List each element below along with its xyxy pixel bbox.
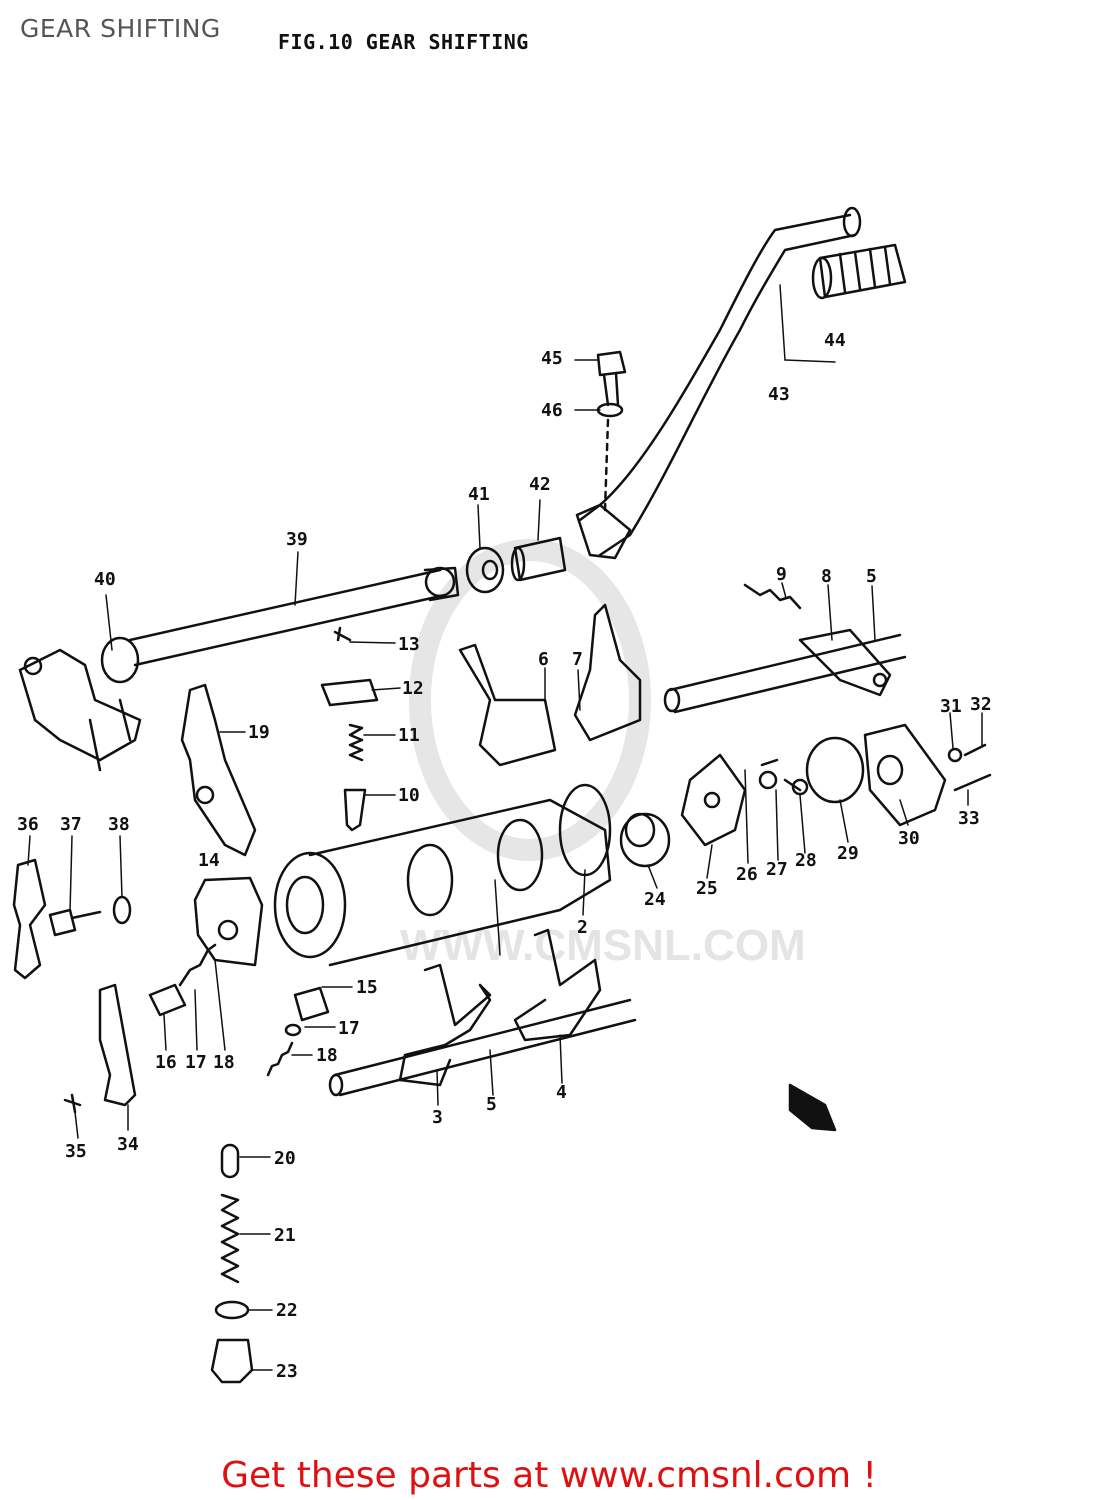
page-title: GEAR SHIFTING xyxy=(20,14,221,43)
callout-42: 42 xyxy=(529,474,551,495)
plate-screw xyxy=(333,626,352,642)
callout-31: 31 xyxy=(940,696,962,717)
fwd-arrow-icon xyxy=(788,1083,837,1132)
neutral-spring xyxy=(220,1193,240,1284)
oil-seal-and-bush xyxy=(465,536,567,594)
cover-screw xyxy=(963,743,987,757)
callout-4: 4 xyxy=(556,1082,567,1103)
callout-18: 18 xyxy=(213,1052,235,1073)
callout-33: 33 xyxy=(958,808,980,829)
callout-6: 6 xyxy=(538,649,549,670)
pawl xyxy=(148,983,187,1017)
callout-32: 32 xyxy=(970,694,992,715)
callout-35: 35 xyxy=(65,1141,87,1162)
callout-16: 16 xyxy=(155,1052,177,1073)
cam-cover xyxy=(863,723,947,827)
callout-17: 17 xyxy=(338,1018,360,1039)
callout-36: 36 xyxy=(17,814,39,835)
o-ring xyxy=(805,736,865,804)
gear-shift-fork-7 xyxy=(573,603,642,742)
callout-8: 8 xyxy=(821,566,832,587)
stopper-pin xyxy=(343,788,367,832)
watermark: WWW.CMSNL.COM xyxy=(400,539,806,970)
callout-24: 24 xyxy=(644,889,666,910)
callout-11: 11 xyxy=(398,725,420,746)
callout-5: 5 xyxy=(486,1094,497,1115)
callout-26: 26 xyxy=(736,864,758,885)
cover-washer xyxy=(947,747,963,763)
neutral-plug xyxy=(210,1338,254,1384)
gear-shift-pawl-arm xyxy=(180,683,257,857)
pin-spring xyxy=(266,1041,294,1077)
callout-12: 12 xyxy=(402,678,424,699)
callout-9: 9 xyxy=(776,564,787,585)
callout-labels: 2 3 4 5 5 6 7 8 9 10 11 12 13 14 15 16 1… xyxy=(17,330,992,1382)
fork-shaft-lower xyxy=(328,998,637,1097)
callout-21: 21 xyxy=(274,1225,296,1246)
callout-19: 19 xyxy=(248,722,270,743)
callout-27: 27 xyxy=(766,859,788,880)
shaft-arm xyxy=(18,636,142,772)
gear-shift-fork-6 xyxy=(458,643,557,767)
stopper-arm xyxy=(63,983,137,1114)
callout-3: 3 xyxy=(432,1107,443,1128)
callout-17: 17 xyxy=(185,1052,207,1073)
cam-guide xyxy=(293,986,330,1022)
callout-10: 10 xyxy=(398,785,420,806)
gear-shift-shaft xyxy=(128,566,460,667)
neutral-pin xyxy=(220,1143,240,1179)
svg-text:WWW.CMSNL.COM: WWW.CMSNL.COM xyxy=(400,921,806,970)
callout-14: 14 xyxy=(198,850,220,871)
neutral-washer xyxy=(214,1300,250,1320)
callout-38: 38 xyxy=(108,814,130,835)
callout-30: 30 xyxy=(898,828,920,849)
callout-13: 13 xyxy=(398,634,420,655)
cam-bearing xyxy=(619,812,671,868)
callout-18: 18 xyxy=(316,1045,338,1066)
gear-shift-fork-4 xyxy=(513,928,602,1042)
cam-stopper-plate xyxy=(680,753,747,847)
callout-23: 23 xyxy=(276,1361,298,1382)
callout-41: 41 xyxy=(468,484,490,505)
fork-shaft-upper xyxy=(663,628,907,714)
callout-45: 45 xyxy=(541,348,563,369)
stopper-screws xyxy=(758,758,809,796)
callout-28: 28 xyxy=(795,850,817,871)
promo-link[interactable]: Get these parts at www.cmsnl.com ! xyxy=(221,1455,877,1496)
lever-bolt xyxy=(596,350,627,512)
callout-46: 46 xyxy=(541,400,563,421)
gear-shift-lever xyxy=(575,206,862,560)
callout-22: 22 xyxy=(276,1300,298,1321)
arm-plate xyxy=(12,858,47,980)
stopper-plate xyxy=(320,678,379,707)
gear-shift-fork-3 xyxy=(398,963,492,1087)
callout-5: 5 xyxy=(866,566,877,587)
arm-washer xyxy=(112,895,132,925)
pawl-spring xyxy=(178,943,217,987)
cover-screw-long xyxy=(953,773,992,792)
callout-2: 2 xyxy=(577,917,588,938)
callout-7: 7 xyxy=(572,649,583,670)
callout-39: 39 xyxy=(286,529,308,550)
arm-bolt xyxy=(48,908,102,937)
cam-pin xyxy=(284,1023,302,1037)
figure-caption: FIG.10 GEAR SHIFTING xyxy=(278,30,529,54)
callout-34: 34 xyxy=(117,1134,139,1155)
callout-25: 25 xyxy=(696,878,718,899)
gear-shift-cam xyxy=(273,783,612,967)
callout-15: 15 xyxy=(356,977,378,998)
callout-44: 44 xyxy=(824,330,846,351)
callout-20: 20 xyxy=(274,1148,296,1169)
callout-43: 43 xyxy=(768,384,790,405)
stopper-spring xyxy=(348,723,364,762)
cam-plate xyxy=(193,876,264,967)
pedal-rubber xyxy=(811,243,907,300)
callout-40: 40 xyxy=(94,569,116,590)
shift-spring xyxy=(743,583,802,610)
callout-37: 37 xyxy=(60,814,82,835)
callout-29: 29 xyxy=(837,843,859,864)
